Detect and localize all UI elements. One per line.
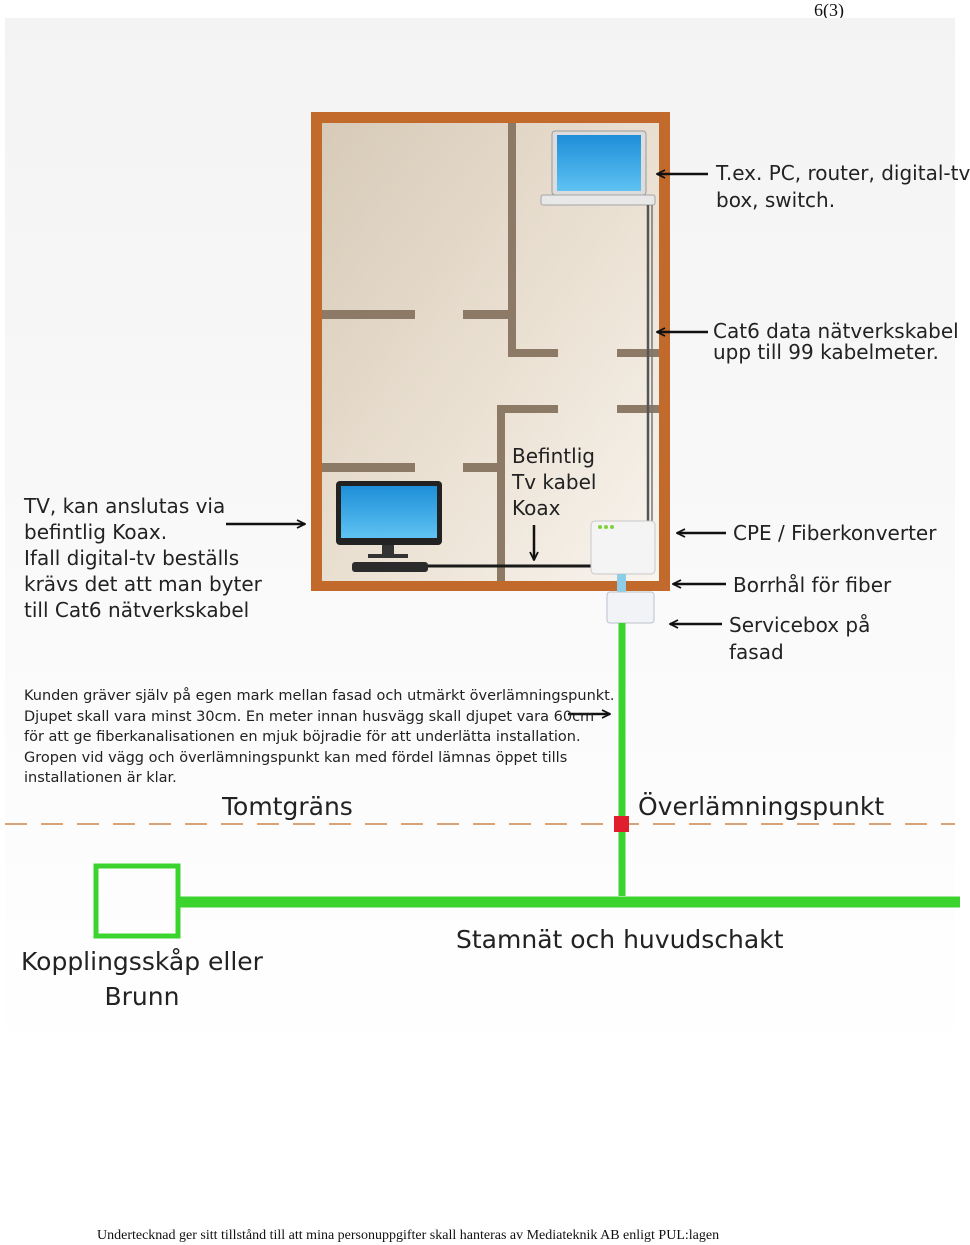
set-top-box-icon bbox=[352, 562, 428, 572]
servicebox-icon bbox=[606, 591, 655, 624]
laptop-icon bbox=[540, 130, 656, 206]
tv-icon bbox=[336, 481, 442, 572]
footer-consent-text: Undertecknad ger sitt tillstånd till att… bbox=[97, 1228, 720, 1243]
trench-instructions: Kunden gräver själv på egen mark mellan … bbox=[24, 688, 615, 786]
arrows bbox=[226, 174, 726, 714]
label-property-line: Tomtgräns bbox=[222, 792, 353, 821]
page-number: 6(3) bbox=[814, 0, 844, 20]
label-cpe: CPE / Fiberkonverter bbox=[733, 521, 937, 545]
cpe-device-icon bbox=[590, 520, 656, 575]
label-handover-point: Överlämningspunkt bbox=[638, 792, 885, 821]
borehole-fiber bbox=[617, 574, 626, 595]
label-trunk-network: Stamnät och huvudschakt bbox=[456, 925, 784, 954]
label-borehole: Borrhål för fiber bbox=[733, 573, 892, 597]
handover-marker bbox=[614, 816, 629, 832]
cabinet-box-icon bbox=[93, 863, 181, 939]
interior-walls bbox=[322, 123, 659, 581]
